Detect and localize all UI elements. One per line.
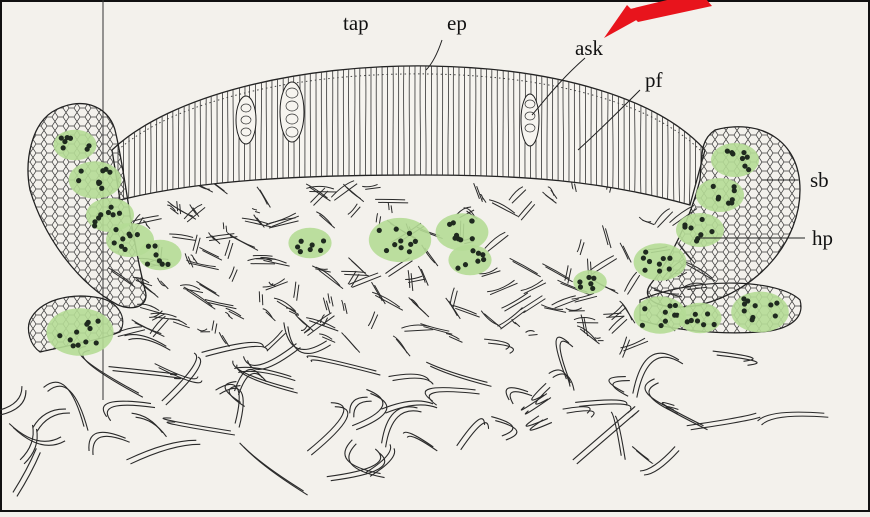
hymenium [112, 66, 705, 205]
label-tap: tap [343, 11, 369, 35]
medulla-network [108, 172, 715, 358]
label-pf: pf [645, 68, 663, 92]
label-ep: ep [447, 11, 467, 35]
label-hp: hp [812, 226, 833, 250]
label-ask: ask [575, 36, 603, 60]
red-pointer-arrow-icon [604, 0, 712, 38]
substrate-hyphae [0, 322, 828, 496]
label-sb: sb [810, 168, 829, 192]
